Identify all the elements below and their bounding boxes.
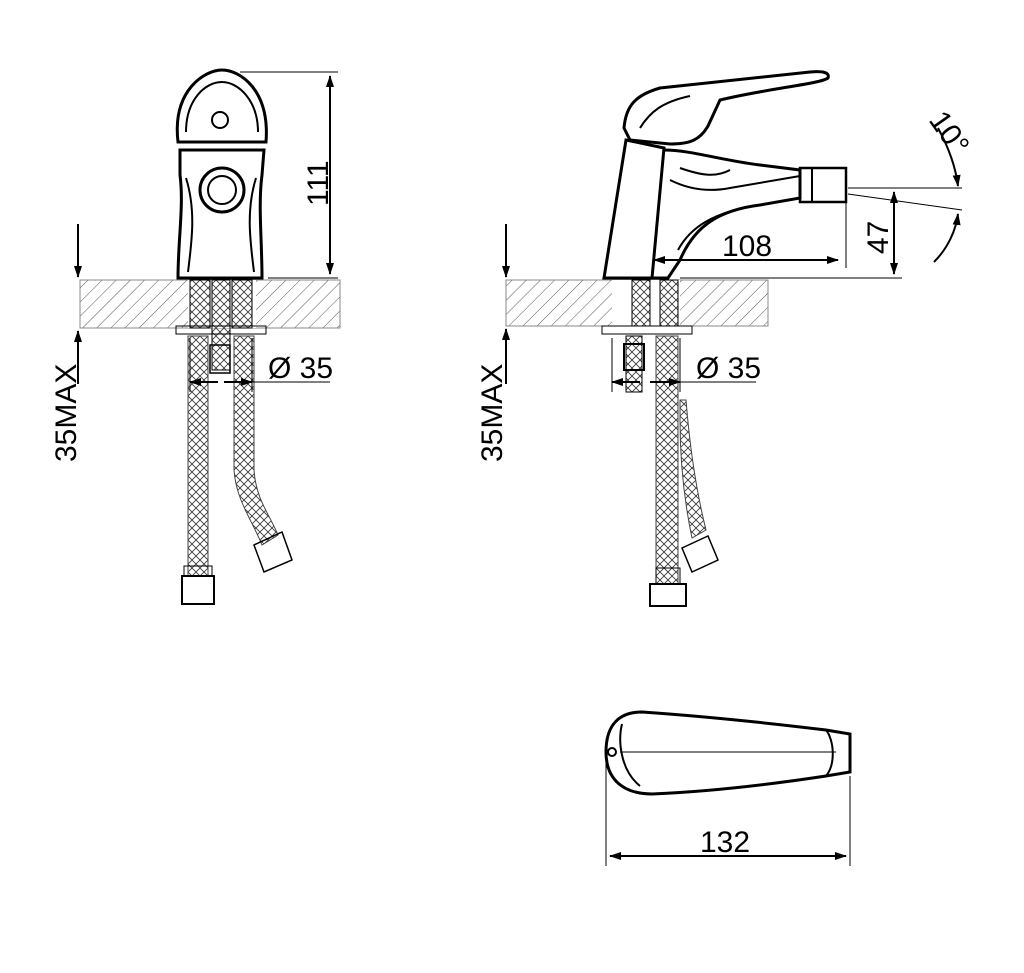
side-hoses (601, 279, 719, 607)
top-length-label: 132 (700, 826, 750, 859)
side-diameter-dimension (611, 338, 756, 392)
top-length-dimension (605, 760, 851, 866)
side-view: 108 47 10° 35MAX Ø 35 (476, 70, 975, 607)
front-height-label: 111 (302, 160, 335, 206)
side-height-dimension (680, 187, 962, 279)
side-faucet-body (602, 70, 848, 280)
side-thickness-label: 35MAX (476, 364, 509, 462)
front-diameter-label: Ø 35 (268, 352, 333, 385)
front-diameter-dimension (189, 338, 330, 392)
top-view: 132 (604, 710, 852, 866)
side-height-label: 47 (862, 221, 895, 254)
side-reach-dimension (653, 202, 847, 268)
front-height-dimension (240, 71, 338, 279)
front-thickness-label: 35MAX (50, 364, 83, 462)
side-angle-dimension (847, 127, 963, 263)
top-faucet-outline (604, 710, 852, 796)
front-hoses (175, 279, 293, 605)
side-angle-label: 10° (922, 105, 975, 161)
side-reach-label: 108 (722, 230, 772, 263)
front-view: 111 35MAX Ø 35 (50, 68, 341, 605)
front-faucet-body (175, 68, 268, 280)
side-diameter-label: Ø 35 (696, 352, 761, 385)
